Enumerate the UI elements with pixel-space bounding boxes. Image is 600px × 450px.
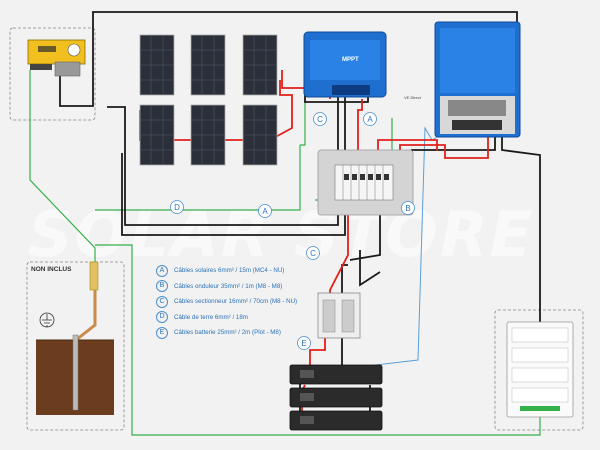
solar-panel-icon — [139, 104, 175, 166]
legend-text: Câbles sectionneur 16mm² / 70cm (M8 - NU… — [174, 298, 298, 306]
legend-letter: E — [156, 326, 168, 339]
ground-rod-icon — [36, 261, 114, 415]
callout-e1: E — [297, 336, 311, 350]
earth-symbol-icon — [39, 312, 55, 328]
callout-a1: A — [363, 112, 377, 126]
legend-item-d: D Câble de terre 6mm² / 18m — [156, 310, 356, 326]
solar-panel-icon — [190, 104, 226, 166]
battery-bank — [289, 364, 383, 431]
callout-d1-letter: D — [174, 203, 180, 212]
callouts: A A B C C D E — [170, 112, 415, 350]
dc-breaker-box-icon — [317, 149, 414, 216]
inverter-icon — [434, 21, 521, 138]
battery-icon — [289, 364, 383, 385]
non-inclus-label: NON INCLUS — [31, 266, 72, 273]
callout-e1-letter: E — [301, 339, 306, 348]
legend-text: Câbles onduleur 35mm² / 1m (M8 - M8) — [174, 282, 283, 290]
callout-c1: C — [313, 112, 327, 126]
ac-panel-box — [494, 309, 584, 431]
legend-letter: A — [156, 264, 168, 277]
callout-a1-letter: A — [367, 115, 373, 124]
callout-c2-letter: C — [310, 249, 316, 258]
solar-panel-icon — [139, 34, 175, 96]
meter-icon — [27, 39, 86, 77]
ground-cable — [75, 290, 97, 342]
legend-text: Câbles batterie 25mm² / 2m (Plot - M8) — [174, 329, 281, 337]
battery-icon — [289, 410, 383, 431]
legend-text: Câbles solaires 6mm² / 15m (MC4 - NU) — [174, 267, 285, 275]
meter-box — [9, 27, 96, 121]
solar-panel-icon — [242, 104, 278, 166]
solar-array — [139, 34, 278, 166]
legend-letter: B — [156, 280, 168, 293]
callout-c1-letter: C — [317, 115, 323, 124]
legend-item-b: B Câbles onduleur 35mm² / 1m (M8 - M8) — [156, 279, 356, 295]
callout-b1-letter: B — [405, 204, 410, 213]
ground-box — [26, 261, 125, 431]
callout-a2-letter: A — [262, 207, 268, 216]
battery-icon — [289, 387, 383, 408]
legend-item-c: C Câbles sectionneur 16mm² / 70cm (M8 - … — [156, 294, 356, 310]
callout-c2: C — [306, 246, 320, 260]
solar-panel-icon — [242, 34, 278, 96]
disconnect-switch-icon — [317, 292, 361, 339]
legend-text: Câble de terre 6mm² / 18m — [174, 313, 248, 321]
legend-item-e: E Câbles batterie 25mm² / 2m (Plot - M8) — [156, 325, 356, 341]
legend-letter: C — [156, 295, 168, 308]
cable-legend: A Câbles solaires 6mm² / 15m (MC4 - NU) … — [156, 263, 356, 341]
inverter-cable-label: VE.Direct — [404, 95, 422, 100]
mppt-label: MPPT — [342, 57, 359, 63]
callout-d1: D — [170, 200, 184, 214]
ac-panel-icon — [506, 321, 574, 418]
solar-panel-icon — [190, 34, 226, 96]
legend-letter: D — [156, 311, 168, 324]
callout-b1: B — [401, 201, 415, 215]
legend-item-a: A Câbles solaires 6mm² / 15m (MC4 - NU) — [156, 263, 356, 279]
callout-a2: A — [258, 204, 272, 218]
mppt-controller-icon — [303, 31, 387, 98]
